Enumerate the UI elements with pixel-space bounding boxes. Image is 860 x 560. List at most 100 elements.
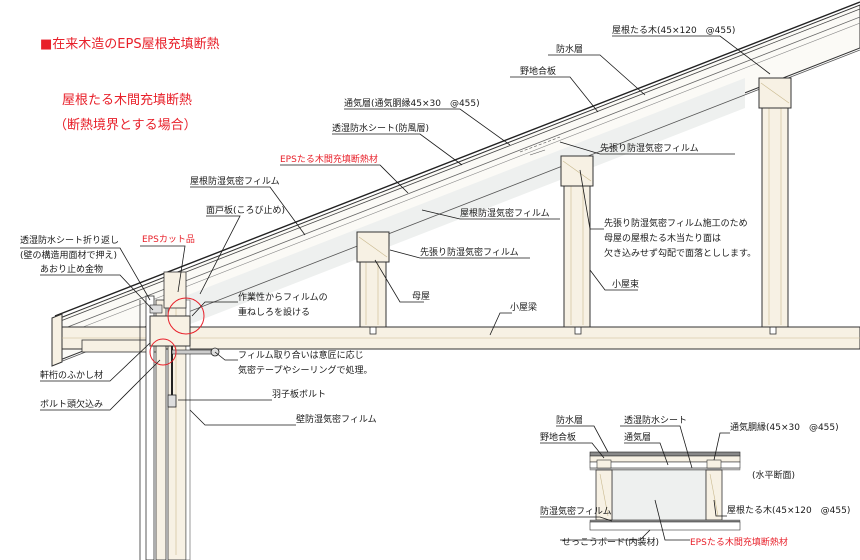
sec-lead-gypsum <box>560 529 651 541</box>
wall-sheathing <box>145 295 155 560</box>
label-roof-beam: 小屋梁 <box>510 301 537 313</box>
label-pre-film-2: 先張り防湿気密フィルム <box>420 246 519 258</box>
label-anchor: あおり止め金物 <box>40 263 103 275</box>
sec-lead-vent <box>624 442 669 466</box>
rafter-joint <box>519 136 561 153</box>
leader-lines <box>20 35 771 426</box>
sec-rafter-grain-l <box>599 473 609 517</box>
wall-post-outer <box>155 299 167 560</box>
subtitle-line2: （断熱境界とする場合） <box>54 118 197 133</box>
post-3 <box>761 81 789 328</box>
wall-section <box>81 271 220 560</box>
label-film-joint-2: 気密テープやシーリングで処理。 <box>238 364 372 376</box>
label-rafter: 屋根たる木(45×120 @455) <box>612 24 735 36</box>
lead-pre-film-2 <box>389 249 530 259</box>
label-fold-back-1: 透湿防水シート折り返し <box>20 234 119 246</box>
sec-label-eps: EPSたる木間充填断熱材 <box>690 536 788 548</box>
overlap-circle <box>167 297 205 335</box>
lead-roof-vapor-2 <box>421 209 560 220</box>
label-overlap-1: 作業性からフィルムの <box>238 291 328 303</box>
label-filler: 軒桁のふかし材 <box>40 369 103 381</box>
label-note-2: 母屋の屋根たる木当たり面は <box>604 232 721 244</box>
label-fold-back-2: (壁の構造用面材で押え) <box>20 249 117 261</box>
face-board <box>163 271 187 309</box>
lead-vent <box>344 108 511 146</box>
lead-eps-cut <box>140 245 186 293</box>
sec-lead-sheet <box>620 425 693 469</box>
section-detail <box>589 451 741 531</box>
label-film-joint-1: フィルム取り合いは意匠に応じ <box>238 349 364 361</box>
sec-label-gypsum: せっこうボード(内装材) <box>562 536 659 548</box>
lead-rafter <box>612 35 771 75</box>
lead-bolt-recess <box>40 359 161 411</box>
lead-anchor <box>40 274 154 311</box>
lead-filler <box>40 342 151 382</box>
sec-label-sheathing: 野地合板 <box>540 431 576 443</box>
lead-overlap <box>191 301 238 317</box>
purlin-3-grain <box>760 82 790 104</box>
sec-caption: (水平断面) <box>752 469 795 481</box>
sec-eps <box>611 469 707 521</box>
label-roof-vapor-2: 屋根防湿気密フィルム <box>460 207 550 219</box>
lead-sheathing <box>510 76 599 113</box>
subtitle-line1: 屋根たる木間充填断熱 <box>62 92 192 108</box>
lead-fold-back <box>20 247 151 301</box>
label-pre-film-1: 先張り防湿気密フィルム <box>600 142 699 154</box>
sec-gypsum <box>589 521 741 531</box>
roof-posts <box>356 77 792 328</box>
lead-roof-post <box>589 269 638 291</box>
lead-purlin <box>374 259 424 303</box>
lead-sheet <box>332 133 463 166</box>
lead-face-board <box>199 215 241 295</box>
roof-film-line <box>59 49 860 363</box>
lead-waterproof <box>548 54 646 96</box>
label-overlap-2: 重ねしろを設ける <box>238 306 310 318</box>
label-face-board: 面戸板(ころび止め) <box>206 204 285 216</box>
sec-batten-left <box>596 459 612 469</box>
rafter-joint-2 <box>529 149 546 156</box>
label-breathable-sheet: 透湿防水シート(防風層) <box>332 122 429 134</box>
lead-beam <box>489 312 512 336</box>
label-note-3: 欠き込みせず勾配で面落としします。 <box>604 247 756 259</box>
label-bolt-recess: ボルト頭欠込み <box>40 398 103 410</box>
label-note-1: 先張り防湿気密フィルム施工のため <box>604 217 748 229</box>
label-wall-vapor: 壁防湿気密フィルム <box>296 413 377 425</box>
label-waterproof: 防水層 <box>556 43 583 55</box>
sec-lead-eps <box>654 499 690 541</box>
label-eps-cut: EPSカット品 <box>142 234 195 245</box>
label-sheathing: 野地合板 <box>520 65 556 77</box>
label-purlin: 母屋 <box>412 291 430 302</box>
lead-eps <box>280 164 409 194</box>
sec-waterproof <box>589 451 741 457</box>
sec-label-vent: 通気層 <box>624 431 651 443</box>
lead-film-joint <box>214 351 238 361</box>
section-leaders <box>540 425 730 541</box>
lead-wall-vapor <box>189 409 296 426</box>
label-eps-rafter: EPSたる木間充填断熱材 <box>280 153 378 165</box>
purlin-2-grain <box>562 160 592 182</box>
label-roof-vapor: 屋根防湿気密フィルム <box>190 175 280 187</box>
sec-batten-right <box>706 459 722 469</box>
sec-lead-waterproof <box>556 425 609 453</box>
sheet-line <box>59 22 860 337</box>
sec-lead-rafter <box>713 499 727 517</box>
joint-circle <box>149 338 177 366</box>
eps-fill <box>175 78 745 330</box>
waterproof-line <box>54 1 860 317</box>
purlin-1-grain <box>358 236 388 258</box>
sec-label-vapor: 防湿気密フィルム <box>540 505 612 517</box>
sec-lead-vapor <box>540 516 613 522</box>
label-hagoita: 羽子板ボルト <box>272 388 326 400</box>
lead-note <box>579 169 604 230</box>
roof-layers <box>51 1 860 367</box>
diagram-title: ■在来木造のEPS屋根充填断熱 <box>40 36 220 52</box>
anchor-hardware <box>149 304 163 314</box>
sheathing-line <box>57 8 860 323</box>
sec-lead-batten <box>713 432 730 461</box>
lead-roof-vapor <box>190 186 306 236</box>
sec-lead-sheathing <box>540 442 605 459</box>
hagoita-plate <box>171 349 213 355</box>
eave-fascia <box>51 313 63 367</box>
bolt-head <box>167 394 177 408</box>
